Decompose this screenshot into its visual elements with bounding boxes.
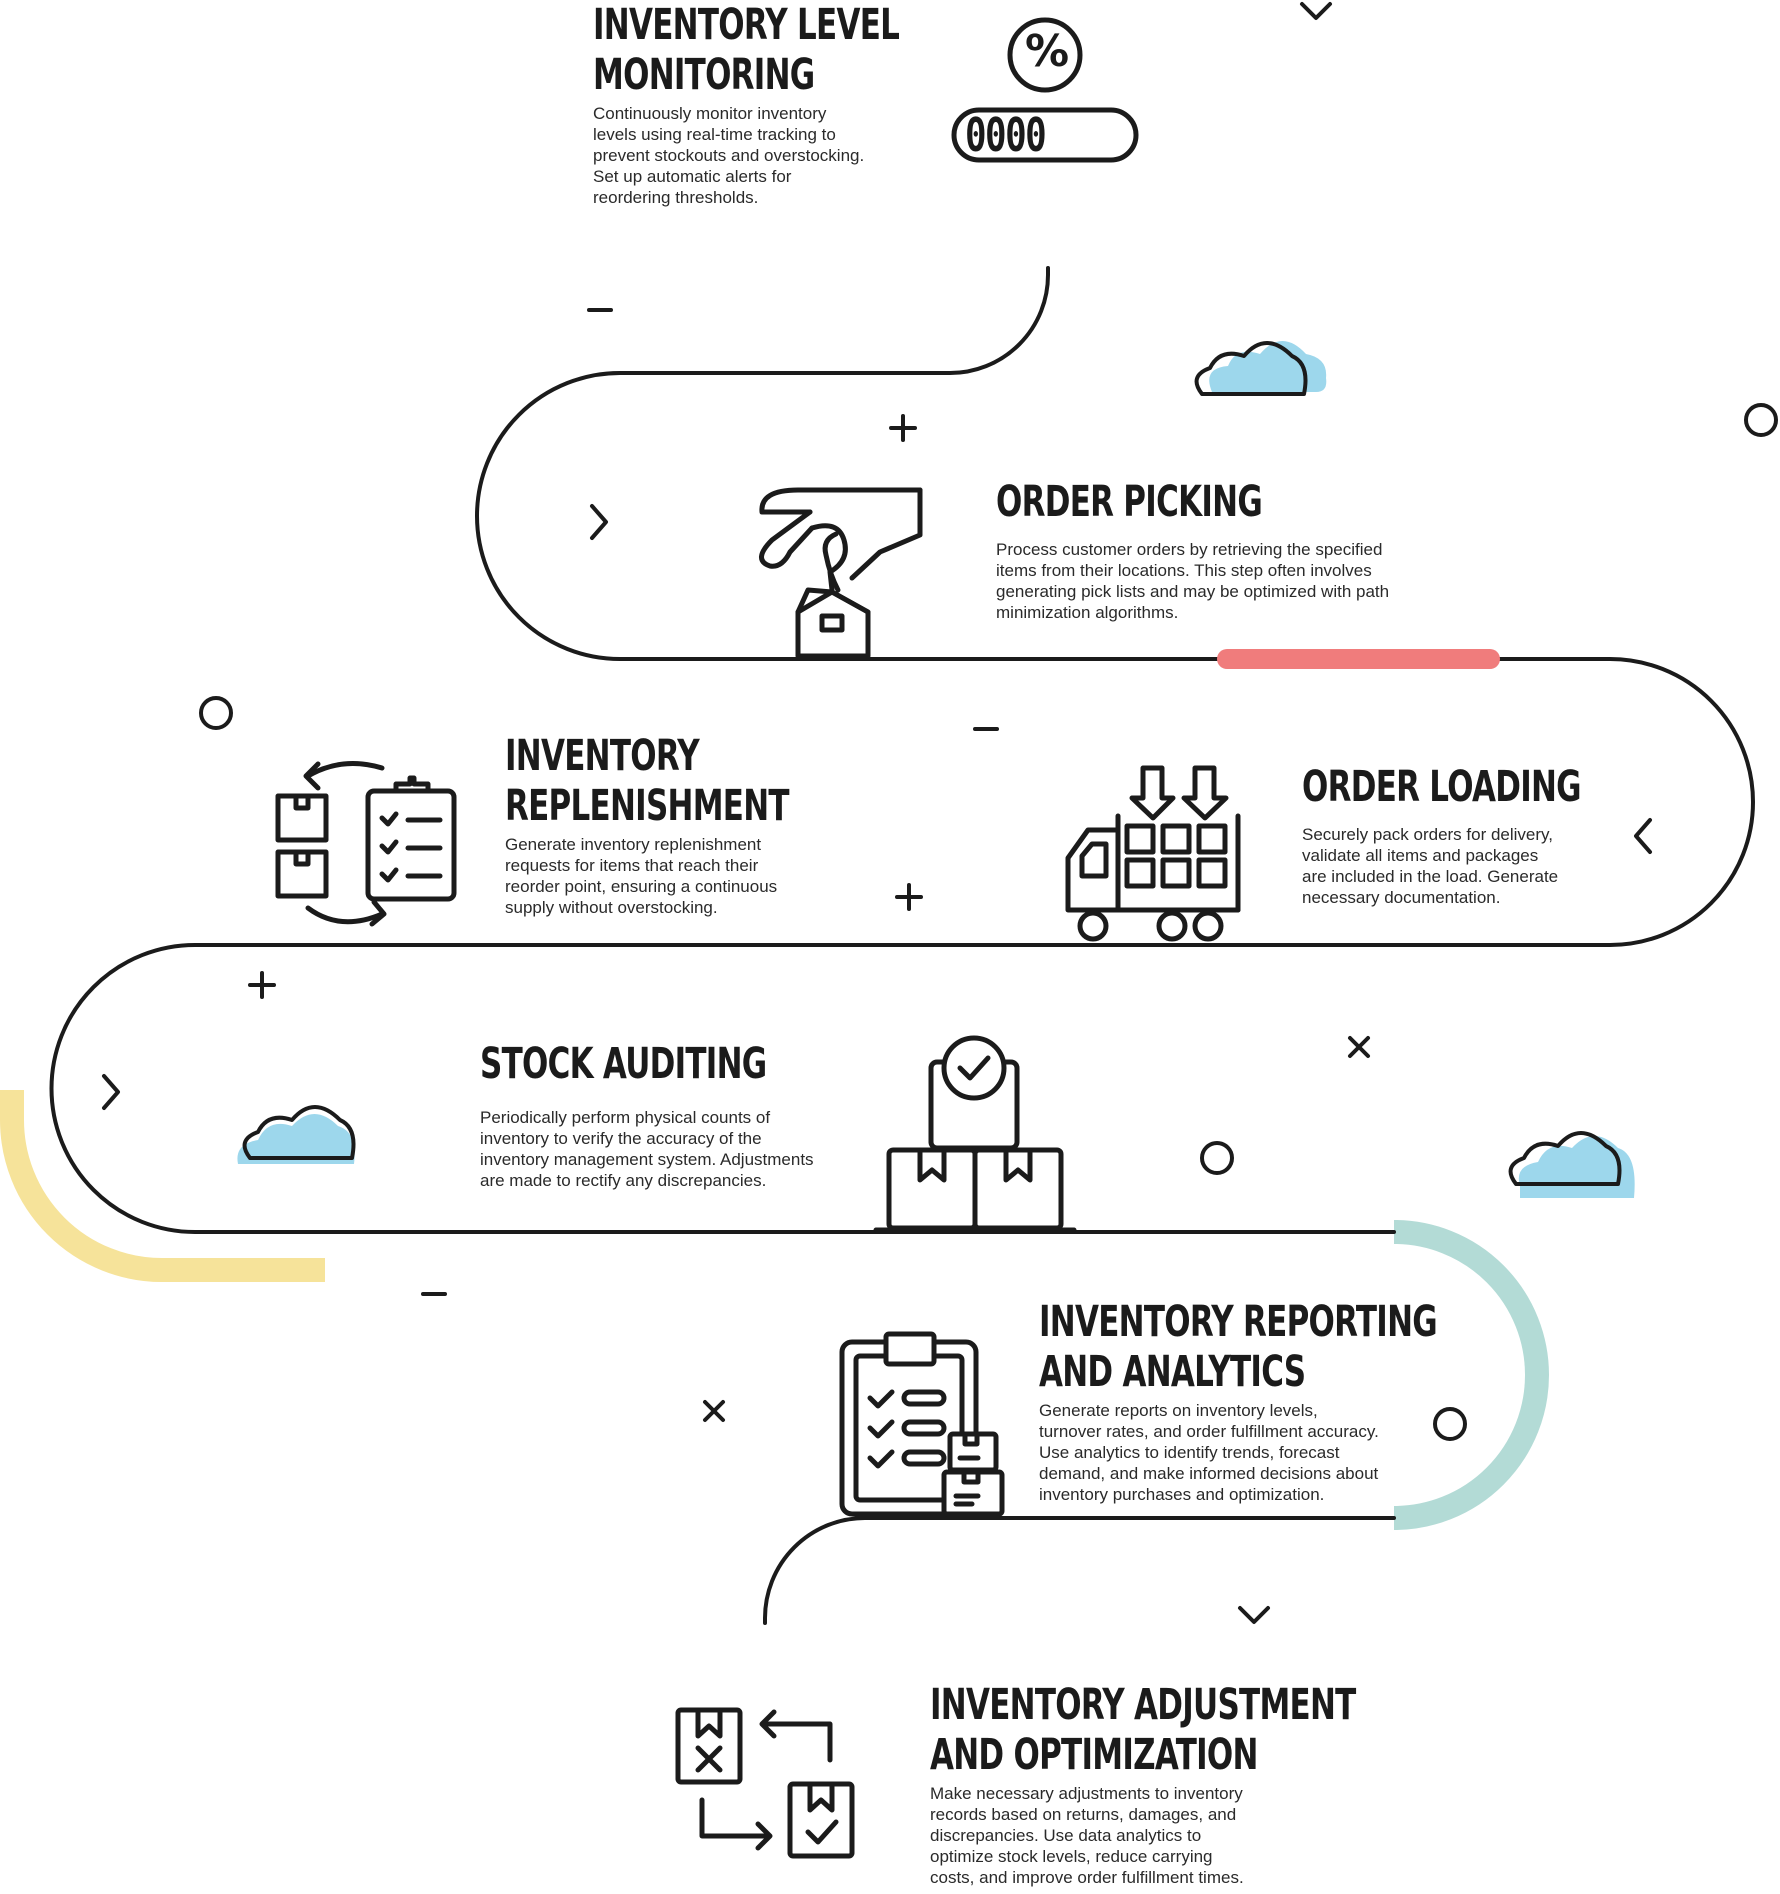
- chevron-right-icon: [590, 504, 608, 540]
- step-inventory-adjustment-and-optimization: INVENTORY ADJUSTMENT AND OPTIMIZATION Ma…: [930, 1680, 1521, 1888]
- step-description: Generate reports on inventory levels, tu…: [1039, 1401, 1379, 1504]
- step-inventory-replenishment: INVENTORY REPLENISHMENT Generate invento…: [505, 731, 899, 918]
- step-inventory-reporting-and-analytics: INVENTORY REPORTING AND ANALYTICS Genera…: [1039, 1297, 1592, 1505]
- chevron-left-icon: [1634, 818, 1652, 854]
- replenishment-checklist-icon: [275, 761, 457, 927]
- step-title: INVENTORY REPLENISHMENT: [505, 731, 790, 831]
- teal-accent-arc: [1393, 1220, 1549, 1530]
- step-description: Securely pack orders for delivery, valid…: [1302, 825, 1559, 907]
- boxes-check-icon: [873, 1035, 1077, 1233]
- step-title: INVENTORY REPORTING AND ANALYTICS: [1039, 1297, 1438, 1397]
- yellow-accent-arc: [0, 1090, 325, 1282]
- plus-icon: [248, 971, 276, 999]
- circle-icon: [1433, 1407, 1467, 1441]
- hand-picking-box-icon: [759, 487, 923, 659]
- step-title: INVENTORY LEVEL MONITORING: [593, 0, 900, 100]
- swap-boxes-icon: [675, 1707, 855, 1859]
- percent-icon: %: [1024, 26, 1070, 77]
- step-description: Generate inventory replenishment request…: [505, 835, 778, 917]
- step-inventory-level-monitoring: INVENTORY LEVEL MONITORING Continuously …: [593, 0, 1018, 208]
- plus-icon: [889, 414, 917, 442]
- winding-path-line: [49, 266, 1755, 1625]
- loading-truck-icon: [1065, 765, 1241, 942]
- circle-icon: [1200, 1141, 1234, 1175]
- step-title: ORDER PICKING: [996, 477, 1263, 527]
- decorative-marks: [102, 2, 1778, 1624]
- counter-value: 0000: [965, 108, 1047, 162]
- step-description: Periodically perform physical counts of …: [480, 1108, 814, 1190]
- step-description: Make necessary adjustments to inventory …: [930, 1784, 1244, 1887]
- chevron-right-icon: [102, 1074, 120, 1110]
- plus-icon: [895, 883, 923, 911]
- step-order-loading: ORDER LOADING Securely pack orders for d…: [1302, 762, 1689, 908]
- step-description: Process customer orders by retrieving th…: [996, 540, 1390, 622]
- circle-icon: [1744, 403, 1778, 437]
- step-description: Continuously monitor inventory levels us…: [593, 104, 865, 207]
- cross-icon: [1348, 1036, 1370, 1058]
- chevron-down-icon: [1238, 1606, 1270, 1624]
- cloud-icon: [1194, 341, 1327, 396]
- step-title: STOCK AUDITING: [480, 1039, 767, 1089]
- percent-counter-icon: [951, 17, 1139, 163]
- step-order-picking: ORDER PICKING Process customer orders by…: [996, 477, 1389, 623]
- step-title: ORDER LOADING: [1302, 762, 1582, 812]
- cloud-icon: [1508, 1131, 1635, 1198]
- chevron-down-icon: [1300, 2, 1332, 20]
- cross-icon: [703, 1400, 725, 1422]
- circle-icon: [199, 696, 233, 730]
- step-title: INVENTORY ADJUSTMENT AND OPTIMIZATION: [930, 1680, 1356, 1780]
- step-stock-auditing: STOCK AUDITING Periodically perform phys…: [480, 1039, 878, 1191]
- cloud-icon: [237, 1105, 356, 1164]
- clipboard-report-icon: [839, 1331, 1005, 1517]
